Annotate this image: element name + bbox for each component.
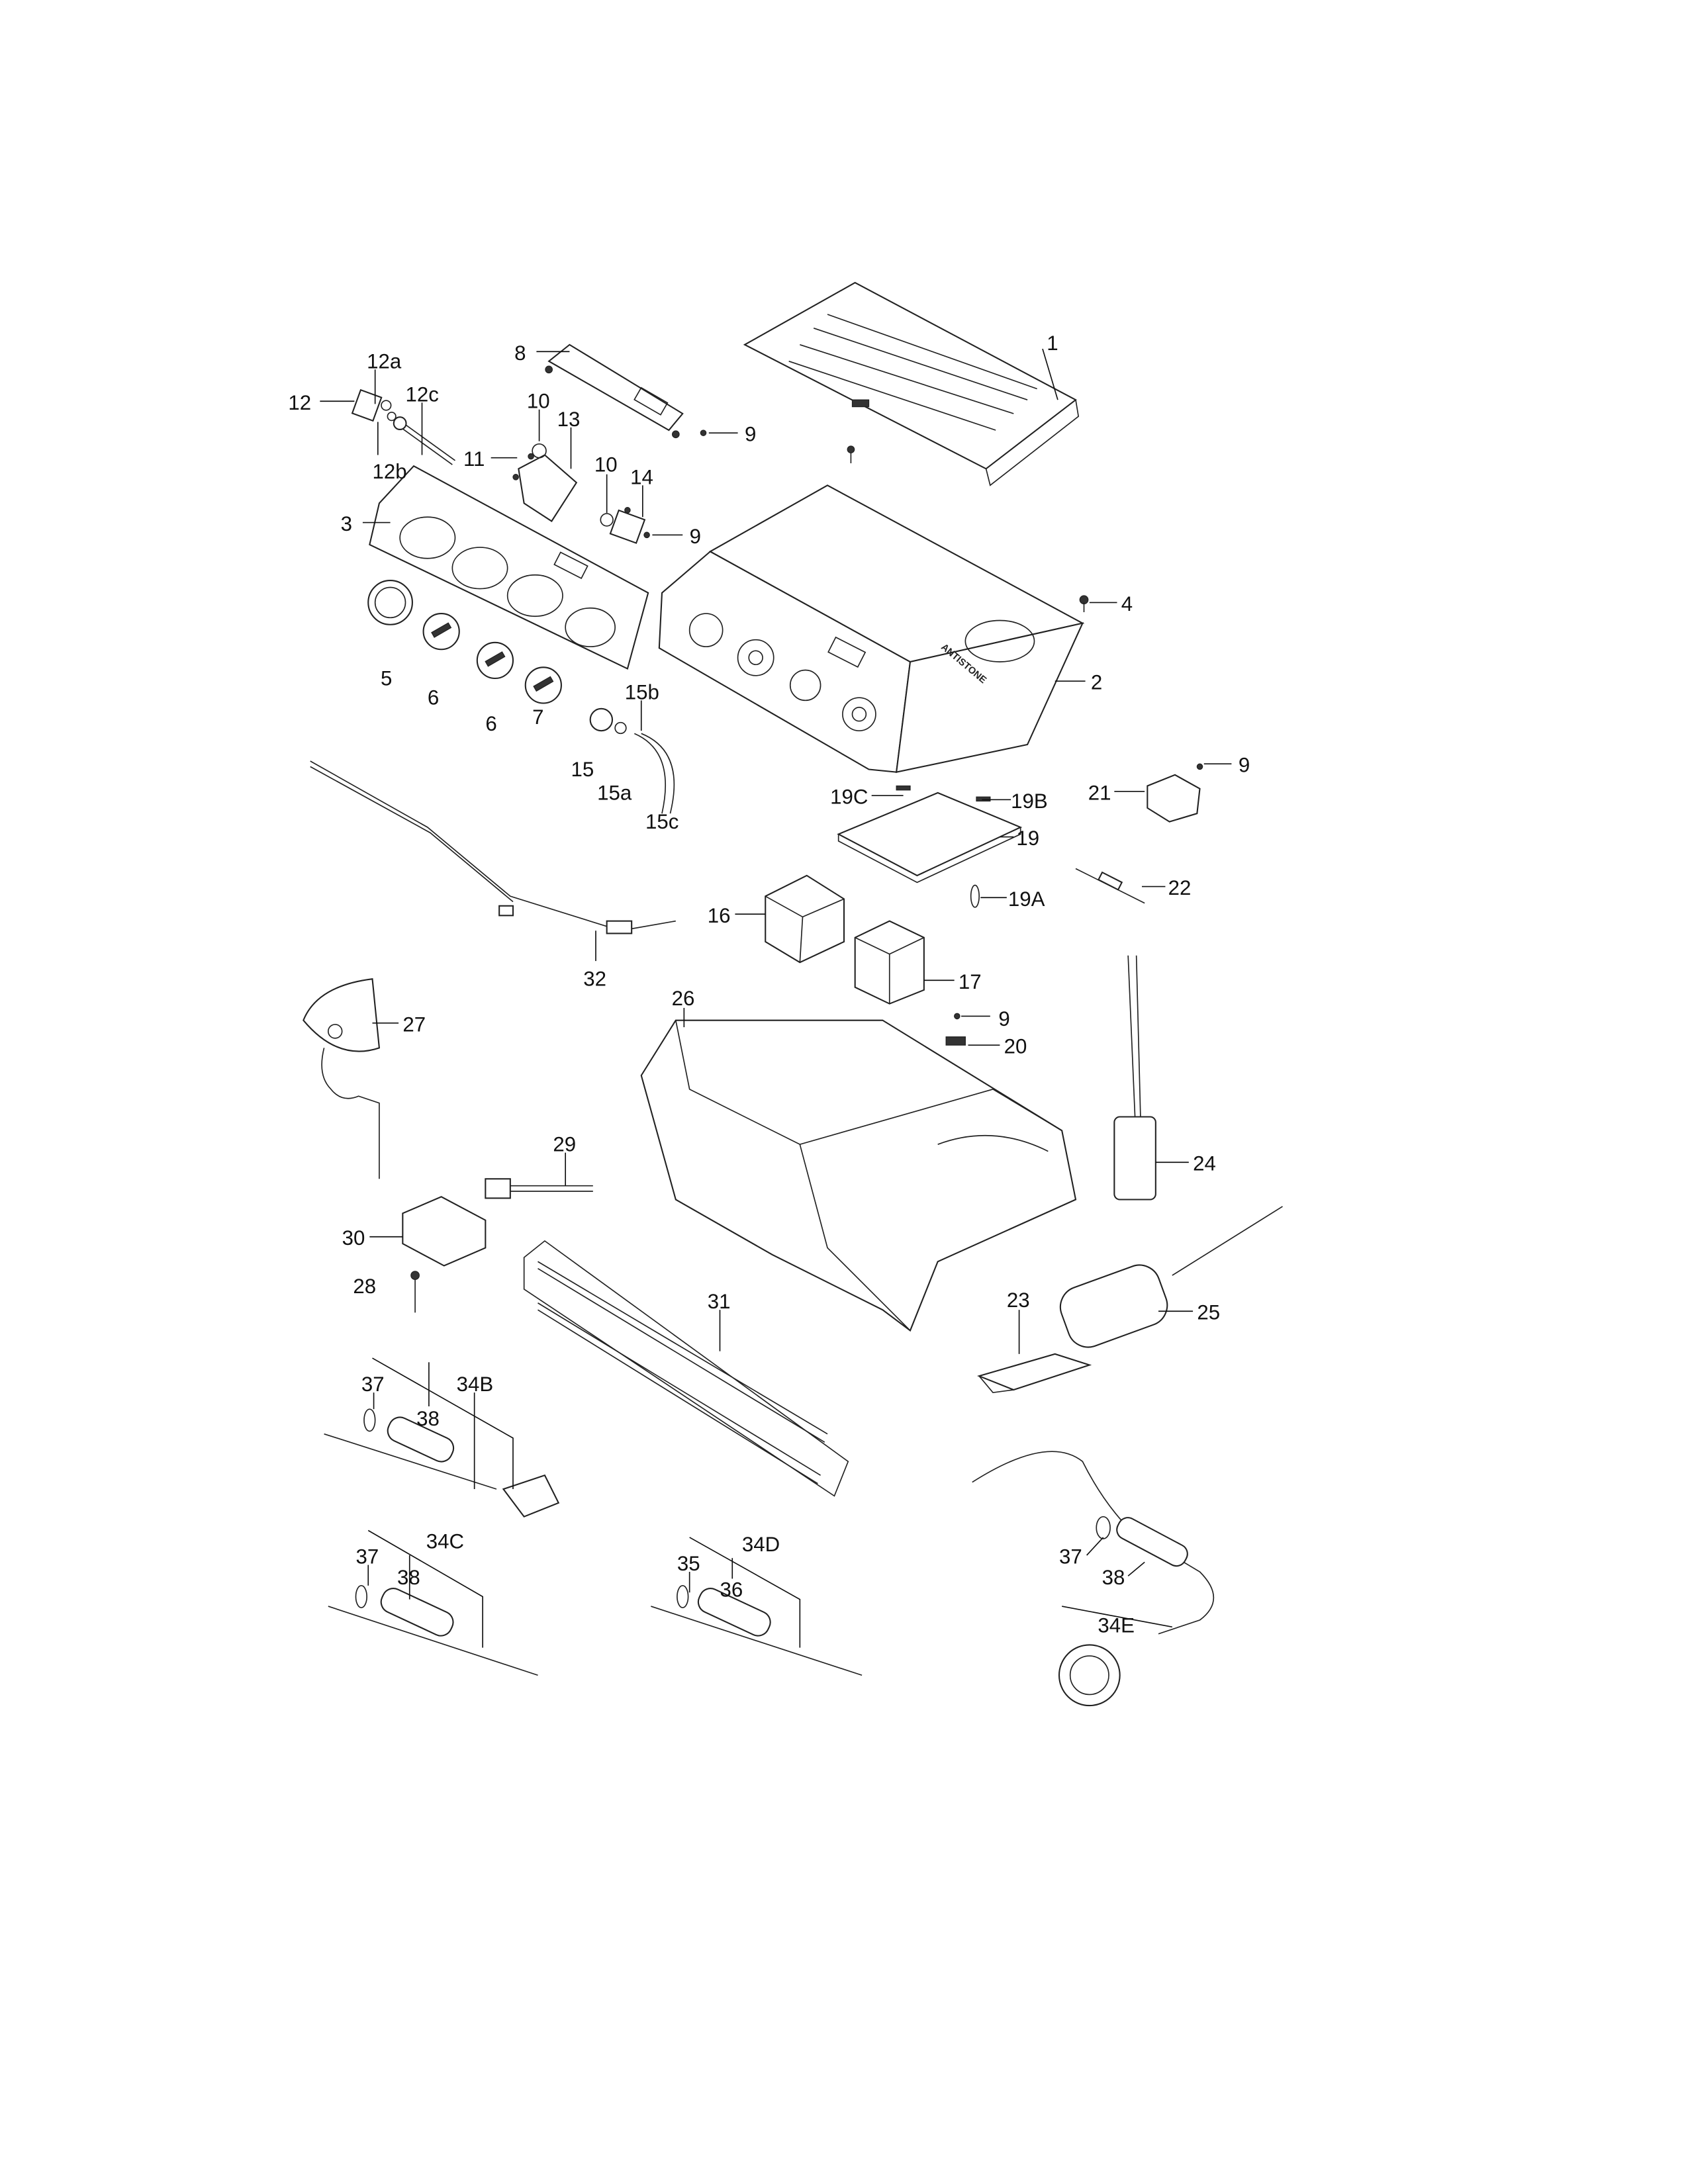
label-12c: 12c [406, 383, 439, 406]
part-22-resistor [1075, 868, 1145, 904]
part-31-heating-elements [523, 1240, 849, 1497]
part-16-relay [765, 874, 845, 964]
label-15: 15 [571, 758, 594, 781]
part-27-motor [303, 978, 381, 1179]
label-19b: 19B [1011, 790, 1048, 813]
label-34d: 34D [742, 1533, 780, 1556]
label-5: 5 [381, 666, 392, 690]
label-20: 20 [1004, 1035, 1027, 1058]
part-13-programmer [512, 443, 578, 522]
label-37: 37 [361, 1373, 385, 1396]
label-9d: 9 [998, 1007, 1009, 1030]
label-15c: 15c [645, 810, 679, 833]
part-26-base-frame [640, 1019, 1077, 1332]
part-12-cluster [351, 388, 455, 465]
label-12: 12 [288, 391, 311, 414]
label-10: 10 [527, 390, 550, 413]
label-19a: 19A [1008, 887, 1045, 911]
label-8: 8 [514, 341, 526, 365]
label-38c: 38 [397, 1566, 420, 1589]
label-38e: 38 [1102, 1566, 1125, 1589]
label-3: 3 [341, 512, 352, 535]
part-23-bracket [976, 1353, 1092, 1394]
label-37e: 37 [1059, 1545, 1082, 1569]
part-20-terminal [945, 1013, 966, 1046]
part-19-pcb [837, 785, 1023, 884]
label-34e: 34E [1098, 1614, 1135, 1637]
knob-parts [367, 580, 562, 704]
label-10b: 10 [594, 453, 618, 477]
label-26: 26 [672, 987, 695, 1010]
label-16: 16 [708, 904, 731, 927]
label-21: 21 [1088, 781, 1111, 804]
part-28-screw [410, 1271, 420, 1313]
part-8-display-board [545, 343, 684, 439]
part-2-control-housing: ANTISTONE [658, 484, 1085, 773]
label-13: 13 [557, 408, 581, 431]
part-32-wiring-harness [310, 760, 676, 934]
label-37c: 37 [356, 1545, 379, 1569]
part-1-lid [743, 281, 1080, 486]
label-11: 11 [463, 447, 485, 471]
label-29: 29 [553, 1133, 576, 1156]
part-29-connector [485, 1178, 593, 1199]
label-9c: 9 [1239, 754, 1250, 777]
label-35: 35 [677, 1552, 700, 1575]
label-31: 31 [708, 1290, 731, 1313]
part-21-filter [1147, 763, 1203, 823]
label-19: 19 [1016, 827, 1039, 850]
label-27: 27 [402, 1013, 426, 1036]
label-9b: 9 [690, 525, 701, 548]
label-12a: 12a [367, 349, 402, 373]
label-6b: 6 [485, 712, 496, 735]
part-24-capacitor [1113, 955, 1156, 1201]
part-34d-cord [651, 1585, 863, 1676]
label-24: 24 [1193, 1152, 1216, 1175]
label-15b: 15b [625, 680, 659, 704]
part-34c-cord [328, 1585, 538, 1676]
label-14: 14 [630, 465, 653, 488]
screw-part [847, 445, 855, 463]
part-25-capacitor [1059, 1206, 1283, 1348]
part-34e-cord-plug [972, 1451, 1215, 1707]
label-38: 38 [416, 1407, 440, 1430]
label-25: 25 [1197, 1301, 1220, 1324]
part-14-switch [600, 430, 707, 544]
label-34c: 34C [426, 1530, 464, 1553]
label-30: 30 [342, 1226, 365, 1250]
label-12b: 12b [373, 460, 407, 483]
part-labels: 1 8 12a 12 12c 12b 10 13 11 9 10 14 3 9 … [288, 332, 1250, 1637]
part-17-contactor [854, 920, 925, 1005]
label-36: 36 [720, 1578, 743, 1602]
label-4: 4 [1121, 592, 1133, 615]
leader-lines [320, 348, 1232, 1648]
label-1: 1 [1047, 332, 1058, 355]
label-34b: 34B [457, 1373, 494, 1396]
label-15a: 15a [597, 781, 632, 804]
part-19a-clip [970, 884, 980, 908]
part-30-terminal-block [402, 1196, 487, 1267]
part-3-fascia [369, 465, 649, 670]
label-2: 2 [1091, 671, 1102, 694]
screw-part-4 [1079, 595, 1089, 613]
label-28: 28 [353, 1275, 376, 1298]
label-32: 32 [583, 968, 606, 991]
part-15-pressure-switch [589, 707, 675, 814]
label-19c: 19C [830, 786, 868, 809]
part-34b-cord-plug [324, 1408, 560, 1518]
label-9: 9 [745, 423, 756, 446]
label-6: 6 [428, 686, 439, 709]
label-7: 7 [532, 705, 543, 729]
label-23: 23 [1007, 1289, 1030, 1312]
label-17: 17 [959, 970, 982, 993]
label-22: 22 [1168, 876, 1192, 899]
